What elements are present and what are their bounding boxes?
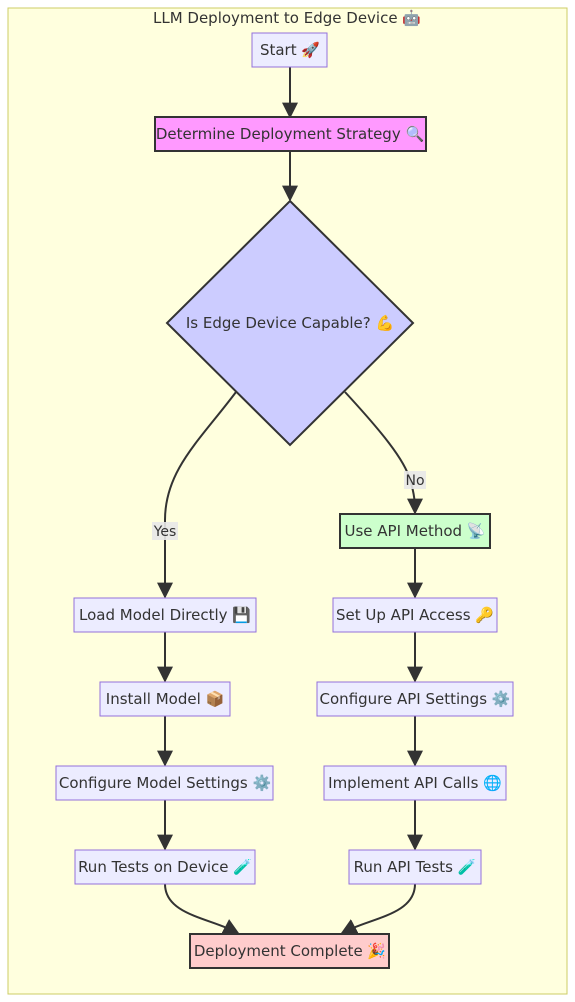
node-determine-strategy[interactable]: Determine Deployment Strategy 🔍 [154,116,427,152]
edge-label-yes: Yes [152,522,178,540]
node-determine-strategy-label: Determine Deployment Strategy 🔍 [156,124,424,143]
node-use-api-method[interactable]: Use API Method 📡 [339,513,491,549]
edge-device-tests-complete [164,883,240,934]
node-configure-model-label: Configure Model Settings ⚙️ [59,774,271,792]
node-decision-capable-label: Is Edge Device Capable? 💪 [186,314,394,332]
node-setup-api[interactable]: Set Up API Access 🔑 [332,597,498,633]
node-run-api-tests-label: Run API Tests 🧪 [354,858,477,876]
node-implement-api[interactable]: Implement API Calls 🌐 [323,765,507,801]
node-configure-api[interactable]: Configure API Settings ⚙️ [316,681,514,717]
node-implement-api-label: Implement API Calls 🌐 [328,774,502,792]
node-deployment-complete-label: Deployment Complete 🎉 [194,942,386,960]
node-load-model-label: Load Model Directly 💾 [79,606,251,624]
node-setup-api-label: Set Up API Access 🔑 [336,605,494,624]
node-run-tests-device-label: Run Tests on Device 🧪 [78,858,252,876]
node-install-model-label: Install Model 📦 [106,690,224,708]
node-run-api-tests[interactable]: Run API Tests 🧪 [348,849,482,885]
edge-api-tests-complete [340,883,416,934]
edge-label-yes-text: Yes [153,524,177,540]
node-load-model[interactable]: Load Model Directly 💾 [73,597,257,633]
edges [157,67,423,934]
node-decision-capable[interactable]: Is Edge Device Capable? 💪 [165,199,415,447]
node-install-model[interactable]: Install Model 📦 [99,681,231,717]
node-deployment-complete[interactable]: Deployment Complete 🎉 [189,933,390,969]
edge-label-no: No [404,471,426,489]
edge-label-no-text: No [405,473,424,489]
node-start-label: Start 🚀 [260,41,320,59]
edge-capable-yes [157,391,237,599]
node-start[interactable]: Start 🚀 [251,32,328,68]
cluster-background [7,7,568,995]
node-use-api-method-label: Use API Method 📡 [345,521,486,540]
node-configure-api-label: Configure API Settings ⚙️ [320,690,511,708]
diagram-title: LLM Deployment to Edge Device 🤖 [153,9,421,27]
node-run-tests-device[interactable]: Run Tests on Device 🧪 [74,849,256,885]
node-configure-model[interactable]: Configure Model Settings ⚙️ [55,765,274,801]
